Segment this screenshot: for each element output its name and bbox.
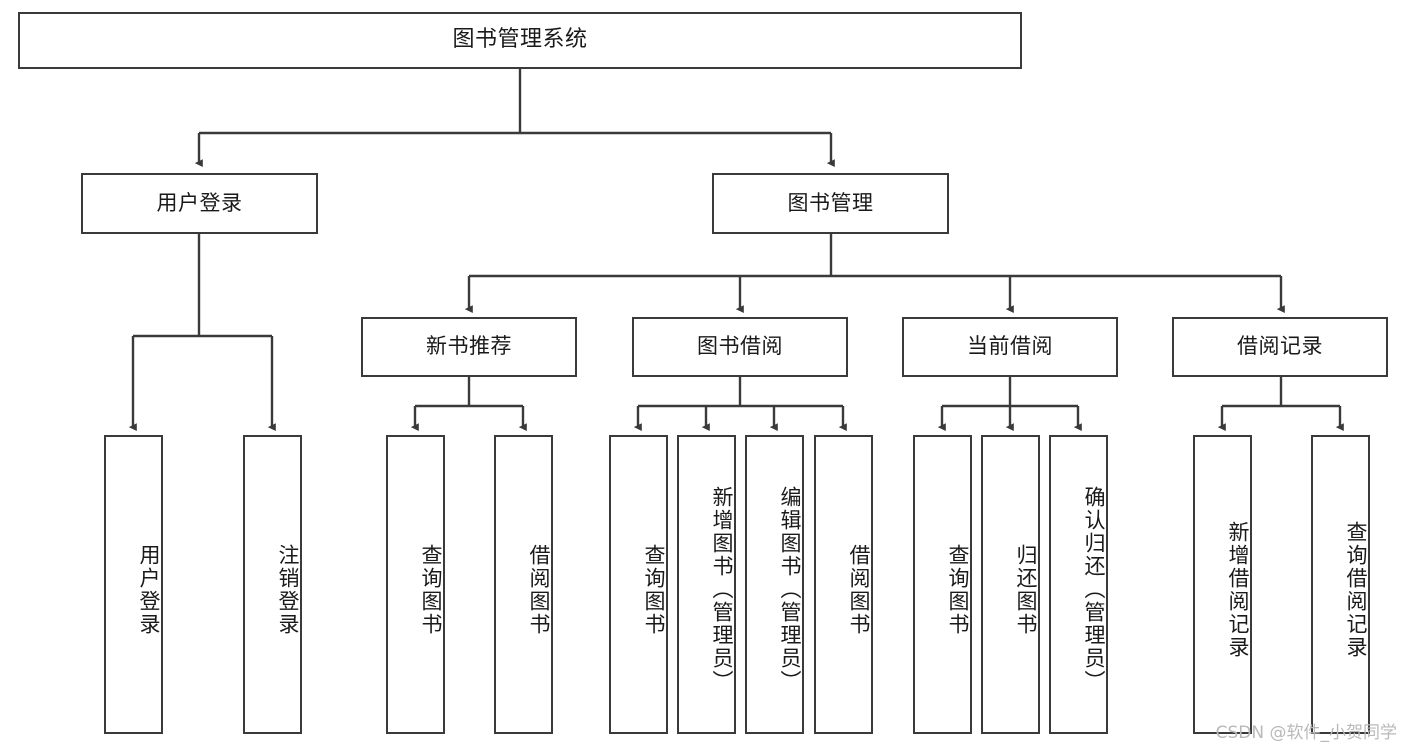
- node-label: 新书推荐: [426, 334, 512, 359]
- leaf-user-login-login[interactable]: 用户登录: [104, 435, 163, 734]
- node-label: 查询图书: [419, 543, 443, 636]
- leaf-borrow-record-add[interactable]: 新增借阅记录: [1193, 435, 1252, 734]
- node-label: 新增图书（管理员）: [710, 486, 734, 693]
- node-new-book-recommend[interactable]: 新书推荐: [361, 317, 577, 377]
- node-label: 图书借阅: [697, 334, 783, 359]
- node-label: 图书管理系统: [452, 27, 588, 53]
- node-label: 借阅记录: [1237, 334, 1323, 359]
- leaf-user-login-logout[interactable]: 注销登录: [243, 435, 302, 734]
- node-label: 用户登录: [137, 543, 161, 636]
- node-label: 查询借阅记录: [1344, 520, 1368, 659]
- node-user-login[interactable]: 用户登录: [81, 173, 318, 234]
- leaf-new-book-query[interactable]: 查询图书: [386, 435, 445, 734]
- leaf-borrow-record-query[interactable]: 查询借阅记录: [1311, 435, 1370, 734]
- leaf-book-borrow-edit[interactable]: 编辑图书（管理员）: [745, 435, 804, 734]
- node-label: 编辑图书（管理员）: [778, 486, 802, 693]
- node-label: 借阅图书: [847, 543, 871, 636]
- node-root-system[interactable]: 图书管理系统: [18, 12, 1022, 69]
- node-label: 归还图书: [1014, 543, 1038, 636]
- node-label: 查询图书: [946, 543, 970, 636]
- node-label: 用户登录: [156, 190, 243, 215]
- node-borrow-record[interactable]: 借阅记录: [1172, 317, 1388, 377]
- node-book-borrow[interactable]: 图书借阅: [632, 317, 848, 377]
- node-label: 查询图书: [642, 543, 666, 636]
- node-current-borrow[interactable]: 当前借阅: [902, 317, 1118, 377]
- node-label: 注销登录: [276, 543, 300, 636]
- leaf-current-borrow-query[interactable]: 查询图书: [913, 435, 972, 734]
- leaf-book-borrow-borrow[interactable]: 借阅图书: [814, 435, 873, 734]
- leaf-new-book-borrow[interactable]: 借阅图书: [494, 435, 553, 734]
- leaf-book-borrow-add[interactable]: 新增图书（管理员）: [677, 435, 736, 734]
- node-label: 确认归还（管理员）: [1082, 486, 1106, 693]
- node-label: 图书管理: [787, 190, 874, 215]
- csdn-watermark: CSDN @软件_小贺同学: [1215, 723, 1397, 743]
- node-label: 当前借阅: [967, 334, 1053, 359]
- node-book-management[interactable]: 图书管理: [712, 173, 949, 234]
- leaf-book-borrow-query[interactable]: 查询图书: [609, 435, 668, 734]
- leaf-current-borrow-confirm-return[interactable]: 确认归还（管理员）: [1049, 435, 1108, 734]
- node-label: 新增借阅记录: [1226, 520, 1250, 659]
- leaf-current-borrow-return[interactable]: 归还图书: [981, 435, 1040, 734]
- node-label: 借阅图书: [527, 543, 551, 636]
